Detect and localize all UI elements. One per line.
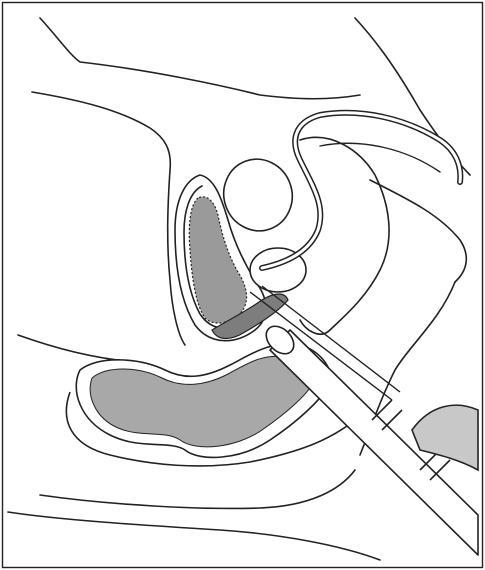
- anatomical-diagram: [0, 0, 485, 570]
- diagram-canvas: [0, 0, 485, 570]
